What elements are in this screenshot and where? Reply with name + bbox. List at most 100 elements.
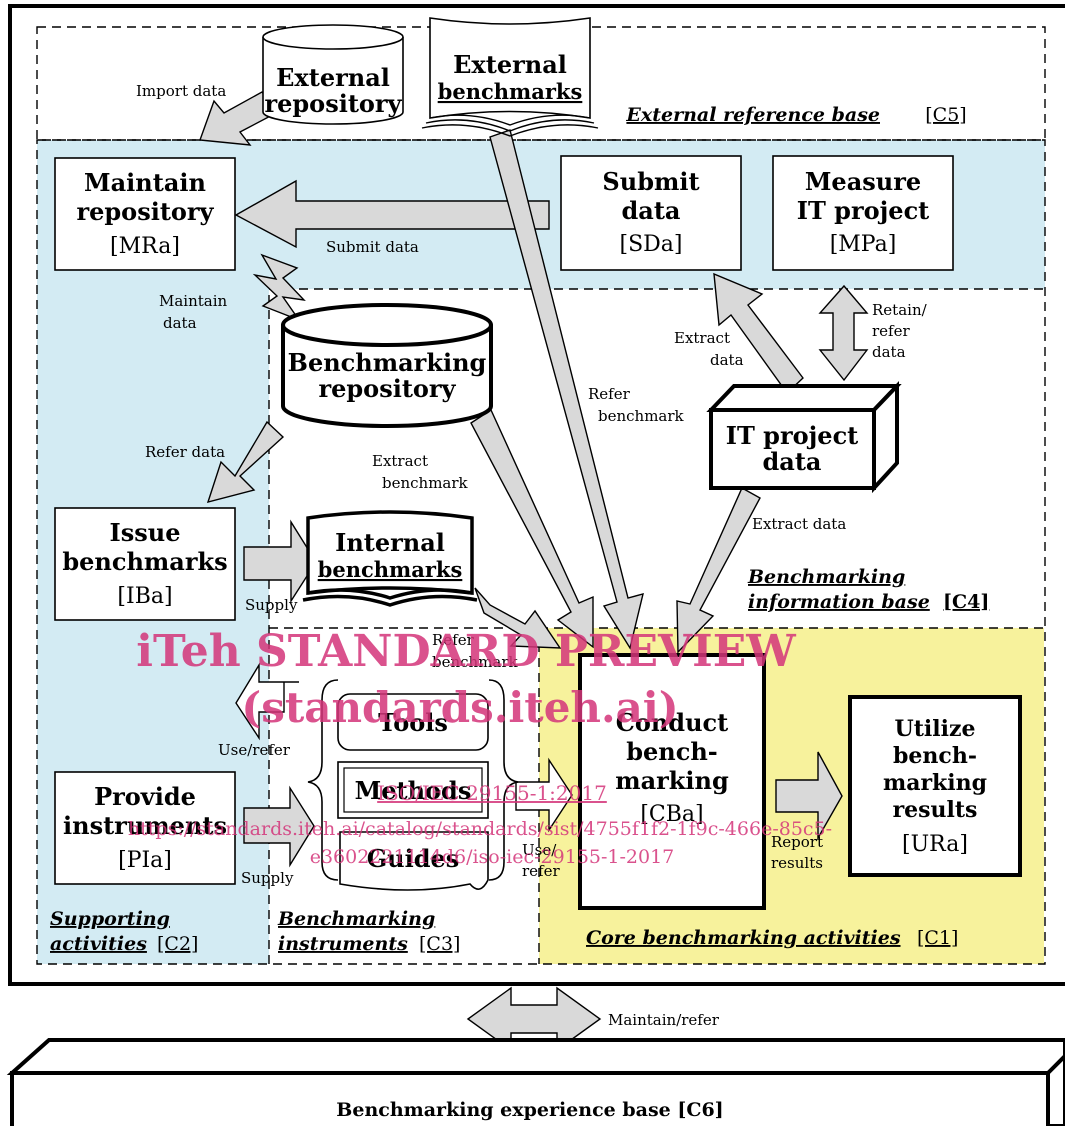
tools-box: Tools [337,693,489,751]
conduct-benchmarking-line1: Conduct [616,708,729,737]
internal-benchmarks-line2: benchmarks [318,557,463,582]
supply-arrow-bottom [243,785,315,868]
submit-data-line2: data [622,196,681,225]
use-refer-left-label: Use/refer [218,741,291,759]
retain-refer-label-3: data [872,343,906,361]
refer-benchmark-label-2: benchmark [598,407,685,425]
c6-title: Benchmarking experience base [C6] [336,1099,723,1121]
external-benchmarks-node: External benchmarks [421,17,599,137]
retain-refer-arrow [818,284,869,382]
c4-code: [C4] [943,591,989,613]
extract-benchmark-label-1: Extract [372,452,428,470]
maintain-refer-label: Maintain/refer [608,1011,720,1029]
report-results-label-1: Report [771,833,823,851]
c5-code: [C5] [925,104,966,126]
refer-benchmark-low-label-2: benchmark [432,653,519,671]
extract-benchmark-label-2: benchmark [382,474,469,492]
c2-code: [C2] [157,933,198,955]
provide-instruments-line2: instruments [63,811,227,840]
extract-data-low-arrow [676,487,761,654]
retain-refer-label-1: Retain/ [872,301,928,319]
maintain-repository-line2: repository [76,197,214,226]
maintain-data-label-2: data [163,314,197,332]
external-benchmarks-line1: External [453,50,567,79]
maintain-repository-line1: Maintain [84,168,206,197]
submit-data-line1: Submit [602,167,699,196]
use-refer-right-arrow [515,757,573,833]
supply-label-2: Supply [241,869,294,887]
conduct-benchmarking-line3: marking [615,766,729,795]
submit-data-arrow [234,179,550,249]
watermark-line2: (standards.iteh.ai) [241,683,678,732]
provide-instruments-node: Provide instruments [PIa] [54,771,236,885]
extract-data-label-1: Extract [674,329,730,347]
watermark-line4: https://standards.iteh.ai/catalog/standa… [128,818,832,840]
c2-title-line2: activities [50,933,147,955]
utilize-results-node: Utilize bench- marking results [URa] [848,695,1022,877]
maintain-repository-node: Maintain repository [MRa] [54,157,236,271]
watermark: iTeh STANDARD PREVIEW (standards.iteh.ai… [128,626,832,868]
extract-data-arrow [713,272,804,395]
region-titles: External reference base [C5] Benchmarkin… [50,104,989,955]
methods-label: Methods [355,776,472,805]
internal-benchmarks-node: Internal benchmarks [302,510,478,607]
external-benchmarks-line2: benchmarks [438,79,583,104]
c1-code: [C1] [917,927,958,949]
issue-benchmarks-line2: benchmarks [62,547,227,576]
utilize-results-code: [URa] [902,832,968,857]
measure-it-project-node: Measure IT project [MPa] [772,155,954,271]
refer-benchmark-low-label-1: Refer [432,631,475,649]
use-refer-left-arrow [235,662,299,741]
measure-it-project-line2: IT project [797,196,930,225]
c1-title: Core benchmarking activities [586,927,901,949]
supply-arrow-top [243,519,317,604]
it-project-data-line2: data [763,447,822,476]
c2-title-line1: Supporting [50,908,170,930]
use-refer-right-label-1: Use/ [522,841,557,859]
provide-instruments-code: [PIa] [118,848,172,873]
conduct-benchmarking-code: [CBa] [640,802,703,827]
refer-benchmark-low-arrow [474,587,562,649]
refer-data-arrow [206,420,285,504]
c2-border [36,139,1046,965]
watermark-line1: iTeh STANDARD PREVIEW [136,626,796,677]
issue-benchmarks-line1: Issue [110,518,181,547]
issue-benchmarks-code: [IBa] [117,584,172,609]
guides-label: Guides [367,844,460,873]
c4-title-line2: information base [748,591,930,613]
benchmarking-repository-node: Benchmarking repository [281,303,493,428]
supply-label-1: Supply [245,596,298,614]
c3-title-line2: instruments [278,933,408,955]
tools-label: Tools [378,708,448,737]
refer-benchmark-label-1: Refer [588,385,631,403]
conduct-benchmarking-node: Conduct bench- marking [CBa] [578,653,766,910]
arrows [199,91,869,1052]
external-repository-line1: External [276,63,390,92]
watermark-line5: e3602221114d6/iso-iec-29155-1-2017 [310,846,675,868]
c5-title: External reference base [625,104,880,126]
measure-it-project-line1: Measure [805,167,921,196]
submit-data-code: [SDa] [620,232,683,257]
refer-benchmark-long-arrow [489,129,644,650]
external-repository-node: External repository [262,24,404,125]
submit-data-label: Submit data [326,238,419,256]
watermark-line3: ISO/IEC 29155-1:2017 [377,781,607,805]
it-project-data-line1: IT project [726,421,859,450]
conduct-benchmarking-line2: bench- [626,737,718,766]
issue-benchmarks-node: Issue benchmarks [IBa] [54,507,236,621]
maintain-repository-code: [MRa] [110,234,180,259]
external-repository-line2: repository [264,89,402,118]
c3-code: [C3] [419,933,460,955]
right-brace [488,679,519,881]
extract-data-label-2: data [710,351,744,369]
left-brace [307,679,339,881]
methods-box: Methods [337,761,489,819]
use-refer-right-label-2: refer [522,862,560,880]
edge-labels: Import data Submit data Maintain data Re… [136,82,928,1029]
benchmarking-repository-line1: Benchmarking [288,348,487,377]
retain-refer-label-2: refer [872,322,910,340]
maintain-data-label-1: Maintain [159,292,228,310]
submit-data-node: Submit data [SDa] [560,155,742,271]
refer-data-label: Refer data [145,443,225,461]
